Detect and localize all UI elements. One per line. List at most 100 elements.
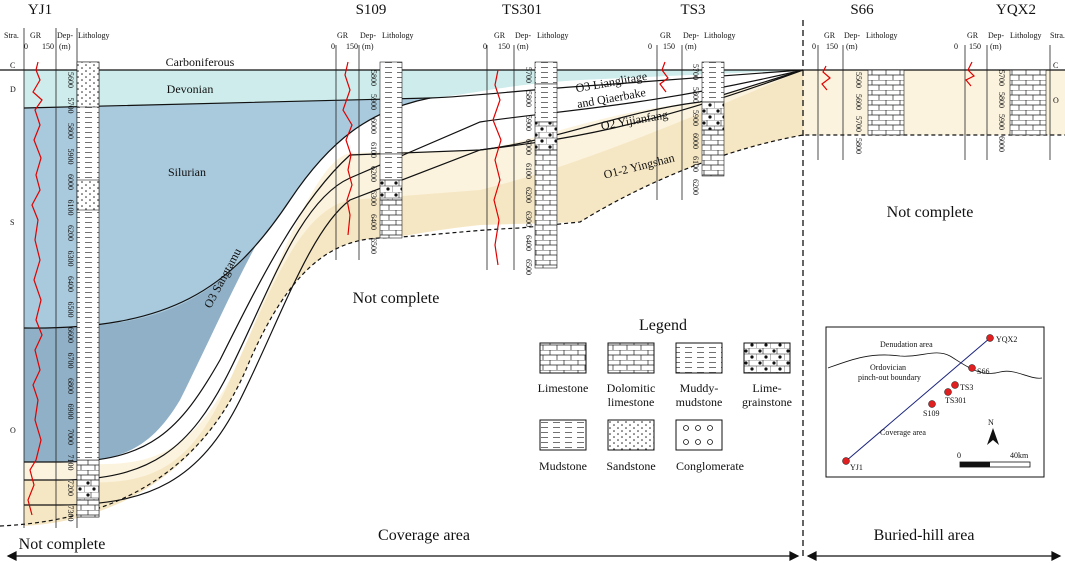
- ts301-depth-label: 6000: [524, 139, 533, 155]
- legend-limestone-symbol: [539, 342, 587, 374]
- s109-depth-label: 6400: [369, 214, 378, 230]
- ts3-depth-label: 6100: [691, 156, 700, 172]
- yqx2-depth-label: 5700: [997, 70, 1006, 86]
- yqx2-depth-label: 5800: [997, 92, 1006, 108]
- ts3-lith-header: Lithology: [704, 31, 736, 40]
- well-s109-column: [335, 45, 403, 260]
- map-wells: [842, 334, 994, 465]
- yj1-scale-min: 0: [24, 42, 28, 51]
- ts3-gr-curve: [659, 61, 669, 93]
- ts301-lith-header: Lithology: [537, 31, 569, 40]
- devonian-fill: [24, 70, 803, 108]
- ts3-depth-label: 5900: [691, 110, 700, 126]
- yj1-depth-label: 7300: [66, 506, 75, 522]
- map-pinchout-label-1: Ordovician: [870, 363, 906, 372]
- legend-sandstone-label: Sandstone: [606, 459, 655, 473]
- ts301-scale-max: 150: [498, 42, 510, 51]
- label-not-complete-mid: Not complete: [353, 290, 440, 307]
- map-well-s109: S109: [923, 409, 939, 418]
- label-buried-hill-area: Buried-hill area: [874, 527, 975, 544]
- yj1-depth-label: 6200: [66, 225, 75, 241]
- ts3-depth-label: 6200: [691, 179, 700, 195]
- well-yj1-column: [23, 28, 100, 528]
- legend-dolomitic-label-2: limestone: [608, 395, 655, 409]
- yj1-depth-label: 6600: [66, 327, 75, 343]
- s109-depth-label: 6100: [369, 142, 378, 158]
- well-s66-column: [817, 45, 905, 160]
- ts301-depth-label: 6300: [524, 211, 533, 227]
- silurian-base-line: [23, 97, 431, 329]
- base-dashed-line: [0, 134, 1065, 527]
- yijianfang-base-line: [24, 69, 804, 506]
- yqx2-scale-min: 0: [954, 42, 958, 51]
- legend-conglomerate-symbol: [675, 419, 723, 451]
- s109-depth-label: 5800: [369, 70, 378, 86]
- ts301-lithology-column: [534, 61, 558, 85]
- s66-lithology-column: [867, 69, 905, 136]
- yj1-depth-labels: 5600570058005900600061006200630064006500…: [66, 72, 75, 522]
- section-line: [845, 337, 991, 462]
- pinchout-boundary-line: [827, 352, 1043, 379]
- yj1-depth-label: 6300: [66, 251, 75, 267]
- legend-muddy-label: Muddy-: [680, 381, 719, 395]
- legend-sandstone-symbol: [607, 419, 655, 451]
- yqx2-lithology-column: [1009, 69, 1047, 136]
- yqx2-lith-header: Lithology: [1010, 31, 1042, 40]
- yj1-depth-label: 6400: [66, 276, 75, 292]
- s66-depth-label: 5800: [854, 138, 863, 154]
- s66-gr-header: GR: [824, 31, 836, 40]
- yj1-depth-label: 7000: [66, 429, 75, 445]
- yj1-gr-header: GR: [30, 31, 42, 40]
- stra-code-o-right: O: [1053, 96, 1059, 105]
- stra-code-s: S: [10, 218, 14, 227]
- boundary-lines: [0, 69, 1065, 527]
- s66-scale-min: 0: [812, 42, 816, 51]
- area-arrows: [6, 551, 1062, 561]
- s109-lith-header: Lithology: [382, 31, 414, 40]
- ts3-depth-label: 5700: [691, 64, 700, 80]
- well-ts301-column: [486, 45, 558, 270]
- inset-map: [825, 326, 1045, 478]
- label-not-complete-left: Not complete: [19, 536, 106, 553]
- s109-gr-curve: [342, 61, 353, 236]
- ts3-scale-min: 0: [648, 42, 652, 51]
- ts3-lithology-column: [701, 61, 725, 103]
- s109-depth-label: 6200: [369, 166, 378, 182]
- strata-fills: [24, 70, 1065, 526]
- ts301-depth-label: 6400: [524, 235, 533, 251]
- yj1-dep-header: Dep-: [57, 31, 73, 40]
- well-yqx2-column: [964, 45, 1051, 160]
- stra-code-c: C: [10, 61, 15, 70]
- legend-grainstone-label-2: grainstone: [742, 395, 792, 409]
- map-well-yqx2: YQX2: [996, 335, 1017, 344]
- s66-gr-curve: [821, 65, 831, 91]
- yj1-gr-curve: [27, 61, 43, 516]
- yj1-depth-label: 6500: [66, 302, 75, 318]
- map-north-label: N: [988, 418, 994, 427]
- map-scale-40: 40km: [1010, 451, 1029, 460]
- legend-muddy-symbol: [675, 342, 723, 374]
- label-not-complete-right: Not complete: [887, 204, 974, 221]
- map-well-ts301: TS301: [945, 396, 966, 405]
- label-devonian: Devonian: [167, 82, 214, 96]
- s109-gr-header: GR: [337, 31, 349, 40]
- yqx2-scale-max: 150: [969, 42, 981, 51]
- yj1-depth-label: 5900: [66, 149, 75, 165]
- legend-muddy-label-2: mudstone: [676, 395, 723, 409]
- s66-depth-label: 5700: [854, 116, 863, 132]
- ordovician-mid-fill: [24, 70, 803, 526]
- s109-dep-header: Dep-: [360, 31, 376, 40]
- legend-dolomitic-symbol: [607, 342, 655, 374]
- map-pinchout-label-2: pinch-out boundary: [858, 373, 921, 382]
- yqx2-dep-unit: (m): [990, 42, 1002, 51]
- ts301-depth-label: 5700: [524, 67, 533, 83]
- map-well-ts3: TS3: [960, 383, 973, 392]
- well-name-ts3: TS3: [680, 2, 705, 18]
- yj1-depth-label: 6800: [66, 378, 75, 394]
- label-coverage-area: Coverage area: [378, 527, 470, 544]
- stra-code-o: O: [10, 426, 16, 435]
